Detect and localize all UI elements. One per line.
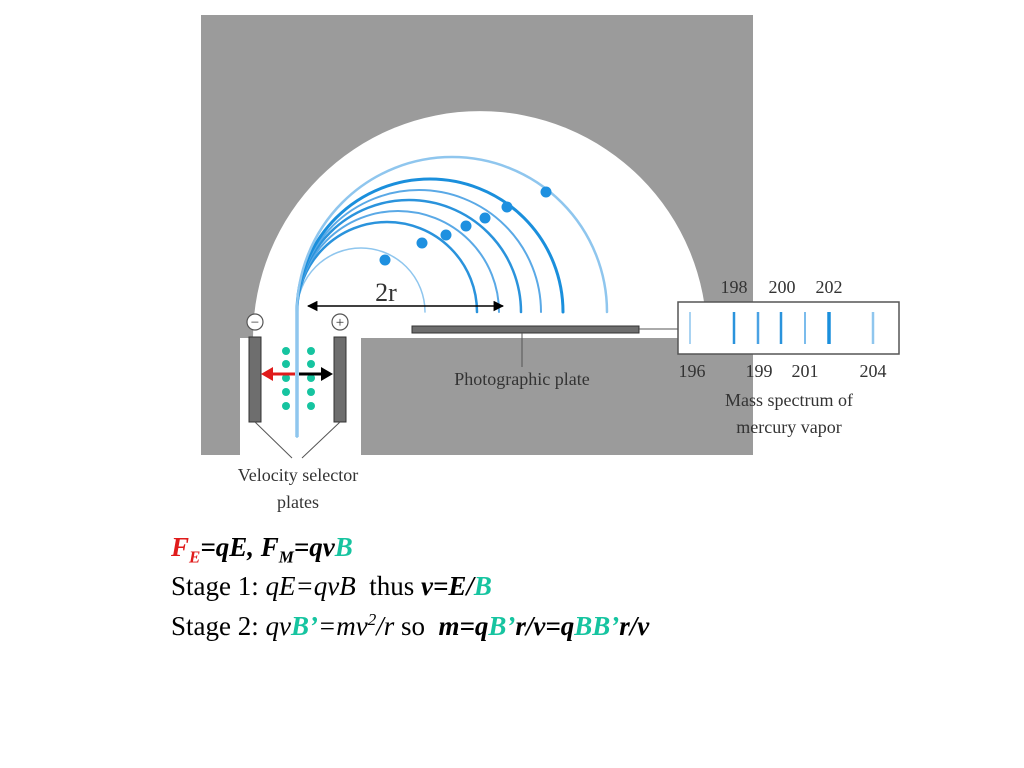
mass-spectrometer-diagram: 2r Photographic plate 198 200 202 196 19… [201, 15, 900, 512]
eq-fm-subscript: M [278, 547, 294, 567]
selector-label-line2: plates [277, 492, 319, 512]
spectrum-lines [689, 312, 875, 344]
spectrometer-housing [201, 15, 753, 455]
eq-fe-expression: =qE, [200, 532, 261, 562]
ion-dots [379, 186, 552, 266]
stage2-qv: qv [265, 611, 291, 641]
ion-198 [416, 237, 428, 249]
selector-leader-left [254, 421, 293, 459]
equation-forces: FE=qE, FM=qvB [171, 532, 353, 566]
equation-stage-2: Stage 2: qvB’=mv2/r so m=qB’r/v=qBB’r/v [171, 610, 650, 641]
ion-196 [379, 254, 391, 266]
ion-201 [479, 212, 491, 224]
ion-204 [540, 186, 552, 198]
trajectory-202 [295, 177, 565, 438]
stage2-bprime: B’ [290, 611, 318, 641]
ion-200 [460, 220, 472, 232]
mass-label-196: 196 [679, 361, 706, 381]
trajectory-204 [295, 155, 609, 438]
stage1-expression: qE=qvB [265, 571, 356, 601]
mass-labels-top: 198 200 202 [721, 277, 843, 297]
stage1-prefix: Stage 1: [171, 571, 266, 601]
plus-symbol: + [336, 315, 344, 331]
eq-fe-subscript: E [189, 547, 201, 567]
spectrum-caption-line2: mercury vapor [736, 417, 841, 437]
eq-fm-expression: =qv [293, 532, 335, 562]
mass-label-198: 198 [721, 277, 748, 297]
stage1-b: B [473, 571, 492, 601]
mass-label-200: 200 [769, 277, 796, 297]
plus-symbol-circle [331, 313, 349, 331]
stage2-bprime-3: B’ [592, 611, 620, 641]
equation-stage-1: Stage 1: qE=qvB thus v=E/B [171, 573, 492, 600]
stage2-rv-2: r/v [619, 611, 650, 641]
ion-202 [501, 201, 513, 213]
magnetic-field-dots [282, 347, 315, 410]
electric-force-arrowhead [261, 367, 273, 381]
spectrum-caption-line1: Mass spectrum of [725, 390, 853, 410]
magnetic-force-arrowhead [321, 367, 333, 381]
positive-plate [333, 336, 347, 423]
mass-label-199: 199 [746, 361, 773, 381]
stage2-prefix: Stage 2: [171, 611, 266, 641]
minus-symbol: − [251, 315, 259, 331]
eq-fm-b: B [334, 532, 353, 562]
radius-label: 2r [375, 278, 397, 307]
stage2-r: /r [376, 611, 395, 641]
stage2-so: so [394, 611, 432, 641]
plate-label: Photographic plate [454, 369, 589, 389]
stage2-bprime-2: B’ [488, 611, 516, 641]
selector-leader-right [301, 421, 341, 459]
mass-label-201: 201 [792, 361, 819, 381]
stage2-rv: r/v=q [515, 611, 575, 641]
photographic-plate [411, 325, 640, 334]
mass-label-204: 204 [860, 361, 887, 381]
stage2-b: B [574, 611, 593, 641]
stage2-m: m=q [438, 611, 489, 641]
stage1-result: v=E/ [420, 571, 474, 601]
eq-fe-symbol: F [171, 532, 190, 562]
selector-label-line1: Velocity selector [238, 465, 358, 485]
ion-trajectories [295, 155, 609, 438]
stage2-square: 2 [367, 610, 377, 629]
mass-labels-bottom: 196 199 201 204 [679, 361, 887, 381]
trajectory-196 [296, 247, 426, 437]
negative-plate [248, 336, 262, 423]
stage1-thus: thus [369, 571, 421, 601]
minus-symbol-circle [246, 313, 264, 331]
ion-199 [440, 229, 452, 241]
mass-label-202: 202 [816, 277, 843, 297]
eq-fm-symbol: F [260, 532, 279, 562]
stage2-mv: =mv [317, 611, 368, 641]
mass-spectrum-box [677, 301, 900, 355]
